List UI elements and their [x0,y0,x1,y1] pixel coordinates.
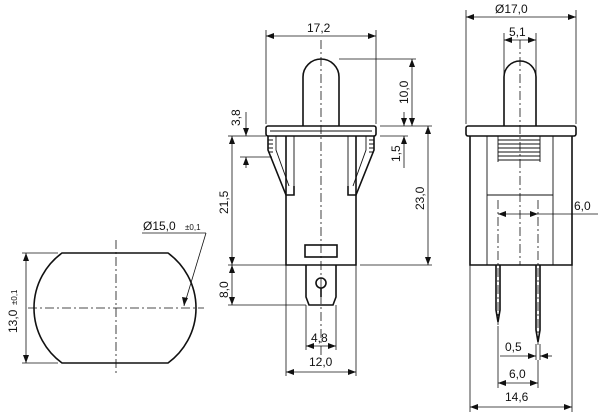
side-view: Ø17,0 5,1 6,0 0,5 6,0 14,6 [465,2,598,412]
plunger-width-label: 5,1 [509,25,526,39]
clip-length-label: 21,5 [217,190,231,214]
inner-width-label: 6,0 [574,199,591,213]
side-width-label: Ø17,0 [495,2,528,16]
face-diameter-tol-label: ±0,1 [185,223,201,232]
top-width-label: 17,2 [307,21,331,35]
face-view: 13,0 ±0,1 Ø15,0 ±0,1 [6,219,207,376]
side-base-width-label: 14,6 [505,390,529,404]
top-height-label: 10,0 [397,80,411,104]
face-diameter-label: Ø15,0 [143,219,176,233]
terminal-width-label: 4,8 [311,331,328,345]
face-height-tol-label: ±0,1 [10,289,19,305]
terminal-length-label: 8,0 [217,281,231,298]
pin-thickness-label: 0,5 [505,340,522,354]
face-height-label: 13,0 [6,309,20,333]
front-view: 17,2 10,0 1,5 23,0 3,8 21,5 [217,21,432,376]
flange-offset-label: 3,8 [229,109,243,126]
pin-spacing-label: 6,0 [509,367,526,381]
base-width-label: 12,0 [309,355,333,369]
body-height-label: 23,0 [413,186,427,210]
flange-thickness-label: 1,5 [389,145,403,162]
